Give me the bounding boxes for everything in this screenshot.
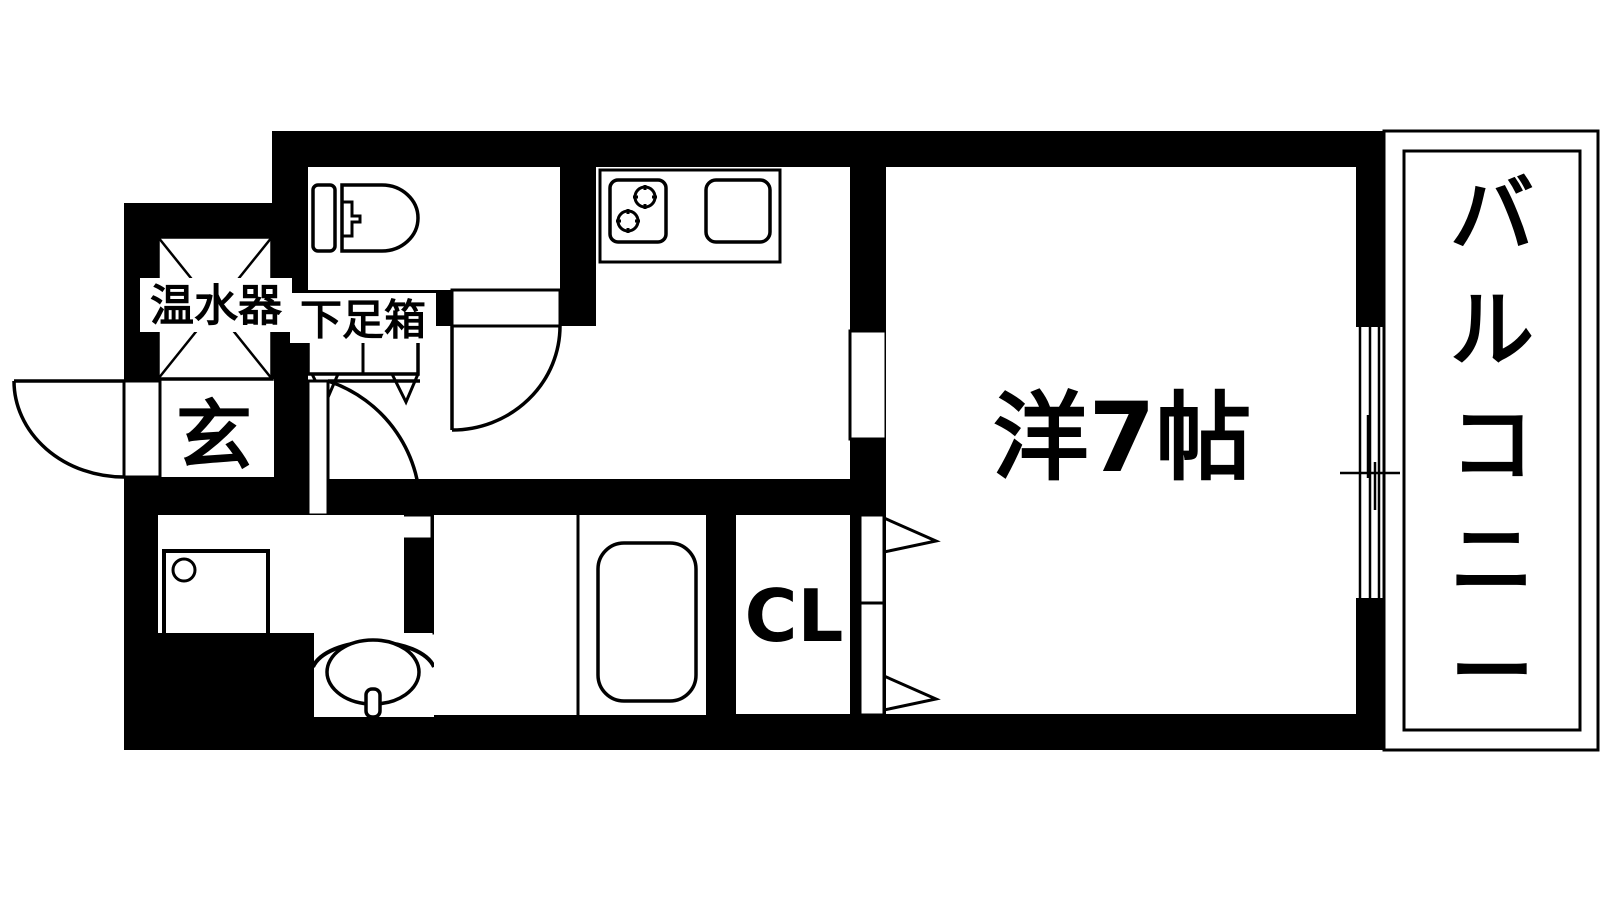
washing-machine-drain xyxy=(171,557,197,583)
wall-front-door-jamb-upper xyxy=(124,355,160,381)
wall-room-left-upper xyxy=(850,131,886,331)
genkan-area: 玄 xyxy=(160,381,274,481)
kitchen-counter xyxy=(598,168,782,264)
toilet-door-swing-arc xyxy=(451,325,562,432)
toilet-door-opening[interactable] xyxy=(450,288,562,328)
toilet-tank xyxy=(311,183,337,253)
stove-burner-rear xyxy=(633,185,657,209)
main-room-floor xyxy=(886,167,1356,714)
bathroom-unit-bath xyxy=(434,515,706,715)
washroom-area xyxy=(158,515,436,719)
toilet-room xyxy=(308,167,560,290)
water-heater-label-bg xyxy=(140,278,292,332)
main-room: 洋7帖 xyxy=(886,167,1356,714)
toilet-bowl xyxy=(340,183,420,253)
shoe-box-label-bg xyxy=(290,293,436,343)
toilet-door[interactable] xyxy=(450,288,562,432)
wall-mid-left xyxy=(158,479,318,515)
wall-top-outer xyxy=(272,131,1384,167)
genkan-floor xyxy=(160,381,274,477)
vanity-faucet xyxy=(364,687,382,719)
wall-bath-right xyxy=(706,515,736,715)
hallway-door-opening[interactable] xyxy=(306,379,330,517)
water-heater-label: 温水器 xyxy=(150,281,283,332)
vanity-wash-basin xyxy=(311,638,436,719)
balcony-sliding-glass-door[interactable] xyxy=(1340,327,1400,598)
main-room-door[interactable] xyxy=(848,329,1002,441)
toilet-seat-detail xyxy=(342,200,362,238)
closet-door-arrow-upper xyxy=(883,516,941,554)
washroom-floor xyxy=(158,515,404,633)
balcony: バ ル コ ニ ー xyxy=(1382,129,1600,752)
closet-label: CL xyxy=(745,574,844,658)
closet-door-leaf-lower[interactable] xyxy=(858,601,886,717)
wall-room-left-mid xyxy=(850,438,886,516)
balcony-char-1: ル xyxy=(1450,281,1534,379)
balcony-outer-outline xyxy=(1382,129,1600,752)
wall-bath-door-jamb xyxy=(434,479,452,515)
front-entrance-door[interactable] xyxy=(12,379,162,479)
closet-door-leaf-upper[interactable] xyxy=(858,513,886,605)
main-room-door-opening[interactable] xyxy=(848,329,888,441)
wall-washroom-bottom-fill xyxy=(124,633,314,717)
kitchen-area xyxy=(596,167,850,327)
hallway-door-swing-arc xyxy=(327,379,422,516)
water-heater-box: 温水器 xyxy=(140,235,292,381)
front-door-opening[interactable] xyxy=(122,379,162,479)
wall-bottom-outer xyxy=(124,714,1384,750)
balcony-char-0: バ xyxy=(1450,166,1534,264)
main-room-label: 洋7帖 xyxy=(993,382,1252,494)
balcony-char-3: ニ xyxy=(1450,511,1534,609)
wall-front-door-jamb-lower xyxy=(124,477,160,507)
shoe-box-door-arrow-right xyxy=(390,373,420,406)
closet-door-arrow-lower xyxy=(883,674,941,712)
balcony-inner-outline xyxy=(1402,149,1582,732)
balcony-char-4: ー xyxy=(1450,623,1534,721)
closet-folding-door[interactable] xyxy=(858,513,941,717)
shoe-box-label: 下足箱 xyxy=(300,296,426,345)
wall-right-upper xyxy=(1356,167,1384,327)
front-door-swing-arc xyxy=(12,380,125,479)
stove-burner-front xyxy=(616,209,640,233)
wall-kitchen-corner xyxy=(560,290,596,326)
wall-mid-right xyxy=(404,479,854,515)
kitchen-sink xyxy=(704,178,772,244)
bathtub xyxy=(596,541,698,703)
closet-floor xyxy=(736,515,850,714)
balcony-char-2: コ xyxy=(1450,396,1534,494)
balcony-label: バ ル コ ニ ー xyxy=(1450,166,1534,721)
wall-toilet-left xyxy=(272,131,308,301)
closet: CL xyxy=(736,515,850,714)
washing-machine-pan xyxy=(162,549,270,653)
entrance-label: 玄 xyxy=(176,392,252,481)
